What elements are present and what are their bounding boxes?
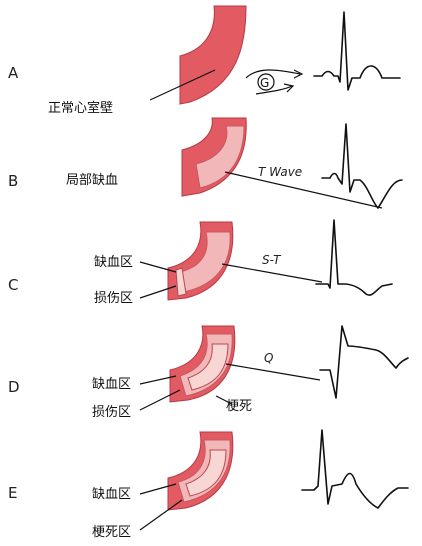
panel-d-leader-ischemia <box>139 375 177 385</box>
panel-c-injury-zone <box>175 267 187 297</box>
panel-c: C S-T 缺血区 损伤区 <box>8 219 393 306</box>
panel-c-ecg-trace <box>315 219 393 296</box>
panel-e-label-ischemia: 缺血区 <box>92 487 131 502</box>
panel-d-label-injury: 损伤区 <box>92 405 131 420</box>
panel-c-leader-st <box>221 263 323 283</box>
panel-a-current-arrow-bottom <box>255 85 293 95</box>
panel-d-label-ischemia: 缺血区 <box>92 377 131 392</box>
panel-b: B 局部缺血 T Wave <box>8 117 403 209</box>
panel-c-label-injury: 损伤区 <box>94 291 133 306</box>
panel-e-ecg-trace <box>301 429 409 509</box>
panel-d-ecg-trace <box>319 325 409 399</box>
panel-d-wave-label: Q <box>264 351 273 365</box>
panel-a-ventricular-wall <box>179 5 247 105</box>
panel-b-letter: B <box>8 172 18 190</box>
panel-d-infarct-zone <box>187 343 229 391</box>
panel-c-leader-injury <box>139 285 177 299</box>
panel-d: D Q 缺血区 损伤区 梗死 <box>8 325 409 420</box>
panel-a-label-normal-wall: 正常心室壁 <box>48 100 113 116</box>
panel-a-ecg-trace <box>313 11 401 91</box>
panel-e-leader-ischemia <box>139 483 177 495</box>
panel-a: A 正常心室壁 G <box>8 5 401 116</box>
panel-a-arrowhead-top <box>293 69 304 79</box>
panel-d-label-infarct: 梗死 <box>226 399 252 414</box>
panel-d-letter: D <box>8 378 20 396</box>
panel-e-letter: E <box>8 484 17 502</box>
g-electrode-icon <box>257 73 275 91</box>
panel-b-leader-t-wave <box>224 171 383 209</box>
panel-b-ischemic-zone <box>195 125 245 189</box>
panel-c-wave-label: S-T <box>262 253 282 267</box>
panel-e-label-infarct: 梗死区 <box>92 525 131 540</box>
g-electrode-label: G <box>260 76 269 90</box>
panel-b-ecg-trace <box>321 123 403 209</box>
panel-e-leader-infarct <box>139 499 183 531</box>
panel-a-leader <box>149 69 216 101</box>
panel-c-label-ischemia: 缺血区 <box>94 255 133 270</box>
panel-d-leader-infarct <box>215 395 233 405</box>
panel-b-label-ischemia: 局部缺血 <box>66 173 118 188</box>
panel-c-letter: C <box>8 276 18 294</box>
panel-a-arrowhead-bottom <box>283 83 295 93</box>
panel-c-leader-ischemia <box>139 261 177 273</box>
panel-a-letter: A <box>8 64 19 82</box>
panel-e: E 缺血区 梗死区 <box>8 429 409 540</box>
panel-a-current-arrow-top <box>245 69 301 79</box>
panel-b-wave-label: T Wave <box>258 165 302 179</box>
panel-e-infarct-zone <box>185 449 227 497</box>
panel-d-leader-q <box>225 363 321 381</box>
panel-d-leader-injury <box>139 389 181 411</box>
